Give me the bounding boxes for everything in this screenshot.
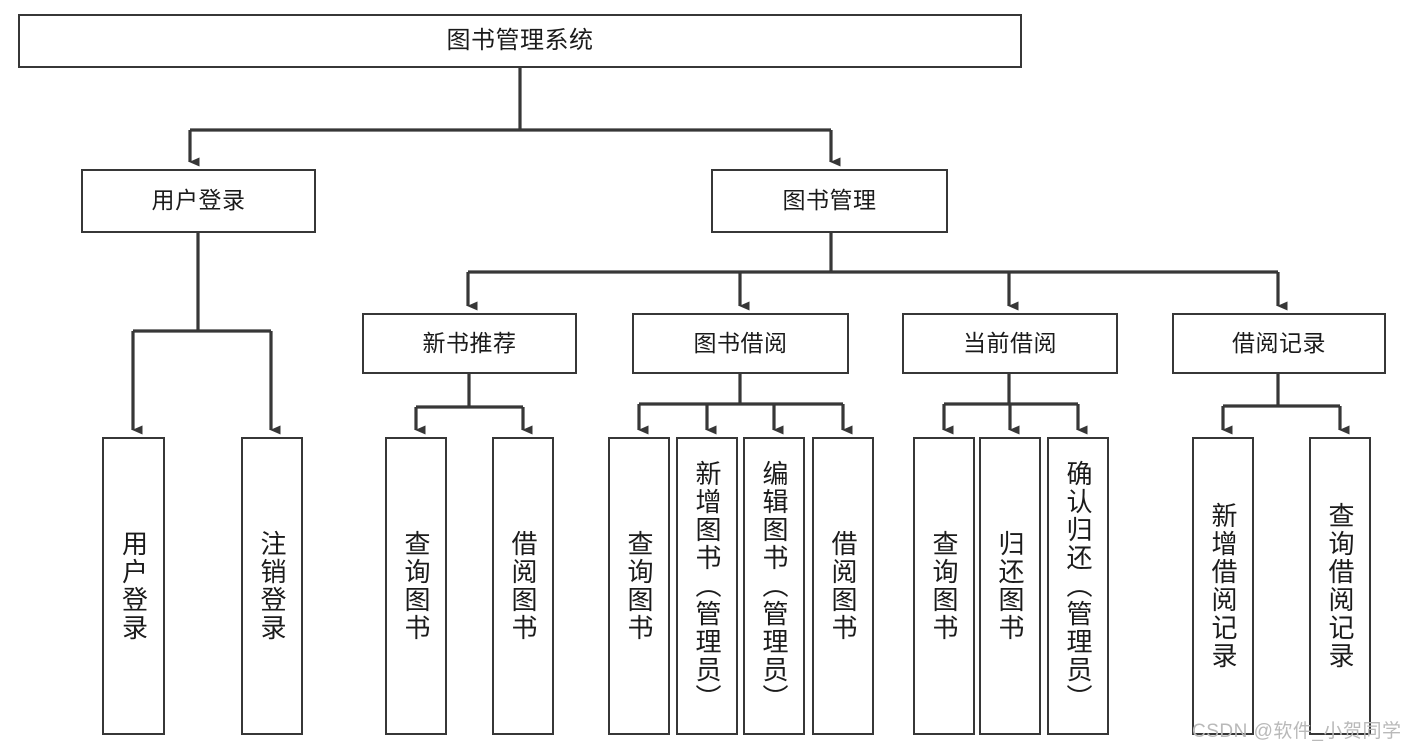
node-label: 确认归还（管理员） (1063, 460, 1093, 712)
node-label: 用户登录 (118, 530, 149, 642)
leaf-confirm-return-admin[interactable]: 确认归还（管理员） (1047, 437, 1109, 735)
node-label: 图书管理 (782, 187, 877, 214)
leaf-logout[interactable]: 注销登录 (241, 437, 303, 735)
node-root-book-management-system[interactable]: 图书管理系统 (18, 14, 1022, 68)
node-label: 编辑图书（管理员） (759, 460, 789, 712)
leaf-borrow-book[interactable]: 借阅图书 (812, 437, 874, 735)
node-user-login[interactable]: 用户登录 (81, 169, 316, 233)
node-book-borrow[interactable]: 图书借阅 (632, 313, 849, 374)
node-label: 图书借阅 (693, 329, 788, 356)
leaf-add-book-admin[interactable]: 新增图书（管理员） (676, 437, 738, 735)
node-label: 借阅图书 (828, 530, 858, 642)
leaf-edit-book-admin[interactable]: 编辑图书（管理员） (743, 437, 805, 735)
node-label: 当前借阅 (963, 329, 1057, 356)
node-current-borrow[interactable]: 当前借阅 (902, 313, 1118, 374)
leaf-add-borrow-record[interactable]: 新增借阅记录 (1192, 437, 1254, 735)
node-label: 图书管理系统 (446, 26, 594, 54)
node-label: 归还图书 (995, 530, 1025, 642)
leaf-query-borrow-record[interactable]: 查询借阅记录 (1309, 437, 1371, 735)
leaf-query-book-borrow[interactable]: 查询图书 (608, 437, 670, 735)
node-new-book-recommendation[interactable]: 新书推荐 (362, 313, 577, 374)
leaf-query-book-recommendation[interactable]: 查询图书 (385, 437, 447, 735)
node-label: 新书推荐 (422, 329, 517, 356)
node-label: 新增借阅记录 (1208, 502, 1238, 670)
leaf-return-book[interactable]: 归还图书 (979, 437, 1041, 735)
node-label: 查询图书 (624, 530, 654, 642)
node-label: 查询图书 (929, 530, 959, 642)
node-label: 借阅记录 (1232, 329, 1326, 356)
node-borrow-record[interactable]: 借阅记录 (1172, 313, 1386, 374)
node-label: 注销登录 (257, 530, 287, 642)
node-label: 借阅图书 (508, 530, 538, 642)
node-label: 查询借阅记录 (1325, 502, 1355, 670)
node-label: 新增图书（管理员） (692, 460, 722, 712)
node-book-management[interactable]: 图书管理 (711, 169, 948, 233)
watermark-text: CSDN @软件_小贺同学 (1192, 721, 1402, 742)
leaf-query-book-current[interactable]: 查询图书 (913, 437, 975, 735)
leaf-user-login[interactable]: 用户登录 (102, 437, 165, 735)
node-label: 查询图书 (401, 530, 431, 642)
node-label: 用户登录 (151, 187, 246, 214)
leaf-borrow-book-recommendation[interactable]: 借阅图书 (492, 437, 554, 735)
